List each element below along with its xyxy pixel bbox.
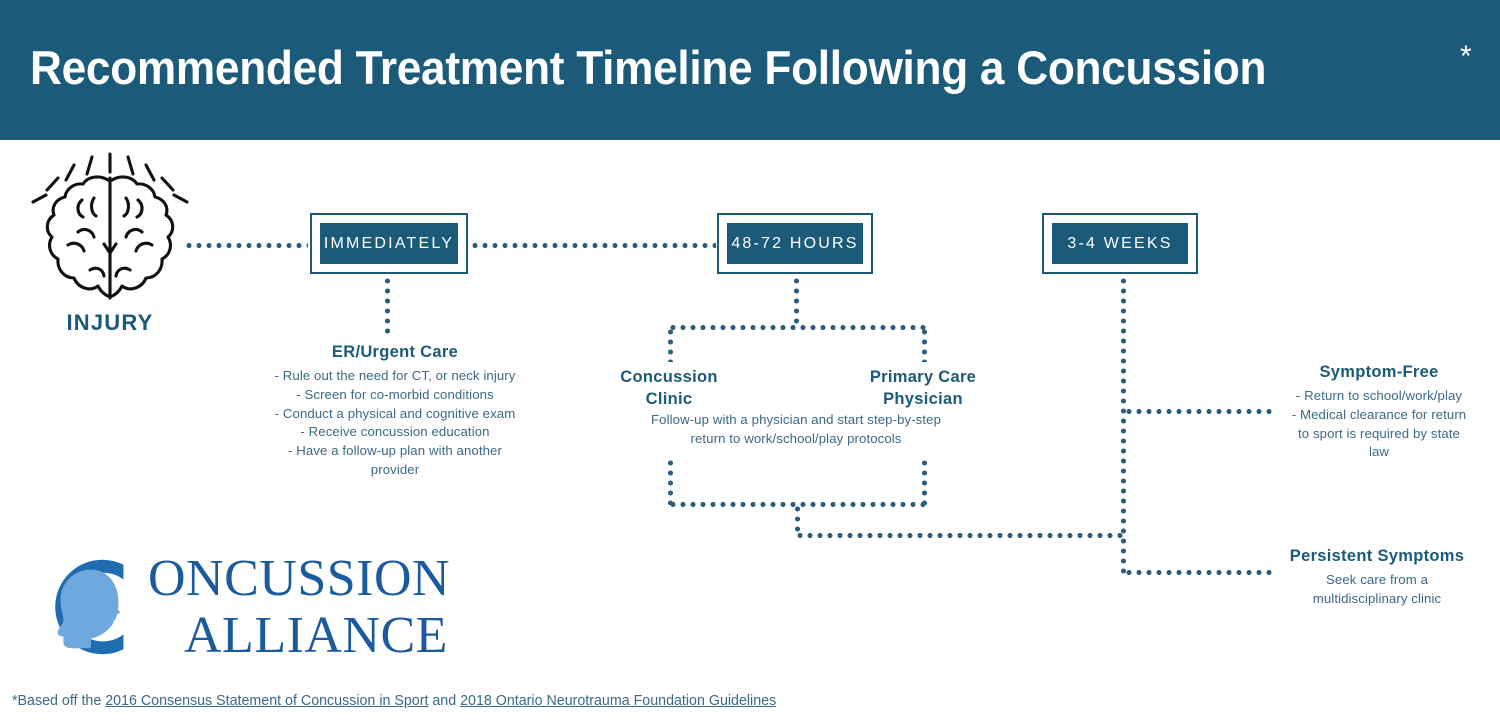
block-concussion-clinic: Concussion Clinic <box>588 366 750 411</box>
follow-up-line-1: Follow-up with a physician and start ste… <box>650 412 942 427</box>
symptom-free-line-2: - Medical clearance for return <box>1291 407 1467 422</box>
connector-48-72-split-bar <box>668 325 927 330</box>
persistent-line-1: Seek care from a <box>1325 572 1428 588</box>
block-symptom-free-body: - Return to school/work/play - Medical c… <box>1272 387 1486 462</box>
connector-merge-stem-down <box>795 504 800 536</box>
concussion-alliance-logo[interactable]: ONCUSSION ALLIANCE <box>30 548 450 673</box>
logo-line-2: ALLIANCE <box>184 607 448 664</box>
block-persistent-symptoms-title: Persistent Symptoms <box>1289 547 1465 565</box>
connector-clinic-leg-down <box>668 458 673 505</box>
er-line-6: provider <box>370 461 420 477</box>
connector-48-72-down <box>794 276 799 327</box>
er-line-2: - Screen for co-morbid conditions <box>296 387 494 402</box>
er-line-4: - Receive concussion education <box>300 424 490 440</box>
block-er-urgent-care-title: ER/Urgent Care <box>331 343 459 361</box>
follow-up-line-2: return to work/school/play protocols <box>690 430 902 446</box>
logo-wordmark: ONCUSSION ALLIANCE <box>148 550 450 664</box>
footnote-prefix: *Based off the <box>12 692 106 709</box>
clinic-title-line-2: Clinic <box>645 390 693 409</box>
footnote: *Based off the 2016 Consensus Statement … <box>12 692 776 709</box>
block-primary-care-physician: Primary Care Physician <box>842 366 1004 411</box>
title-asterisk: * <box>1460 40 1472 73</box>
footnote-link-2016[interactable]: 2016 Consensus Statement of Concussion i… <box>105 692 429 709</box>
connector-immediately-to-48-72 <box>470 243 716 248</box>
brain-icon <box>30 152 190 302</box>
connector-merge-to-weeks <box>795 533 1126 538</box>
block-er-urgent-care: ER/Urgent Care - Rule out the need for C… <box>230 341 560 480</box>
er-line-3: - Conduct a physical and cognitive exam <box>274 405 516 421</box>
block-concussion-clinic-title: Concussion Clinic <box>588 366 750 411</box>
connector-weeks-to-symptom-free <box>1124 409 1272 414</box>
pcp-title-line-2: Physician <box>883 390 963 409</box>
timeline-badge-3-4-weeks[interactable]: 3-4 WEEKS <box>1042 213 1198 274</box>
pcp-title-line-1: Primary Care <box>869 368 977 386</box>
timeline-badge-immediately-label: IMMEDIATELY <box>320 223 458 264</box>
connector-injury-to-immediately <box>184 243 308 248</box>
logo-line-1: ONCUSSION <box>148 550 451 607</box>
block-persistent-symptoms-body: Seek care from a multidisciplinary clini… <box>1262 571 1492 608</box>
symptom-free-line-3: to sport is required by state <box>1298 425 1460 441</box>
timeline-badge-48-72-hours[interactable]: 48-72 HOURS <box>717 213 873 274</box>
connector-branch-pcp-down <box>922 327 927 362</box>
symptom-free-line-4: law <box>1368 444 1390 460</box>
persistent-line-2: multidisciplinary clinic <box>1312 591 1442 606</box>
block-follow-up-note: Follow-up with a physician and start ste… <box>596 411 996 448</box>
timeline-badge-immediately[interactable]: IMMEDIATELY <box>310 213 468 274</box>
injury-label: INJURY <box>66 310 154 335</box>
er-line-5: - Have a follow-up plan with another <box>288 443 502 459</box>
block-symptom-free-title: Symptom-Free <box>1319 363 1439 381</box>
er-line-1: - Rule out the need for CT, or neck inju… <box>274 368 516 384</box>
timeline-badge-3-4-weeks-label: 3-4 WEEKS <box>1052 223 1188 264</box>
block-follow-up-note-body: Follow-up with a physician and start ste… <box>596 411 996 448</box>
block-symptom-free: Symptom-Free - Return to school/work/pla… <box>1272 361 1486 462</box>
block-persistent-symptoms: Persistent Symptoms Seek care from a mul… <box>1262 545 1492 609</box>
timeline-badge-48-72-hours-label: 48-72 HOURS <box>727 223 863 264</box>
footnote-middle: and <box>428 692 461 709</box>
block-primary-care-physician-title: Primary Care Physician <box>842 366 1004 411</box>
logo-c-ring-icon <box>55 559 124 655</box>
connector-weeks-spine <box>1121 276 1126 576</box>
connector-immediately-down <box>385 276 390 338</box>
footnote-link-2018[interactable]: 2018 Ontario Neurotrauma Foundation Guid… <box>460 692 777 709</box>
symptom-free-line-1: - Return to school/work/play <box>1295 388 1463 404</box>
block-er-urgent-care-body: - Rule out the need for CT, or neck inju… <box>230 367 560 479</box>
header-bar: Recommended Treatment Timeline Following… <box>0 0 1500 140</box>
connector-branch-clinic-down <box>668 327 673 362</box>
connector-weeks-to-persistent <box>1124 570 1272 575</box>
page-title: Recommended Treatment Timeline Following… <box>30 41 1267 94</box>
connector-pcp-leg-down <box>922 458 927 505</box>
clinic-title-line-1: Concussion <box>620 368 718 386</box>
